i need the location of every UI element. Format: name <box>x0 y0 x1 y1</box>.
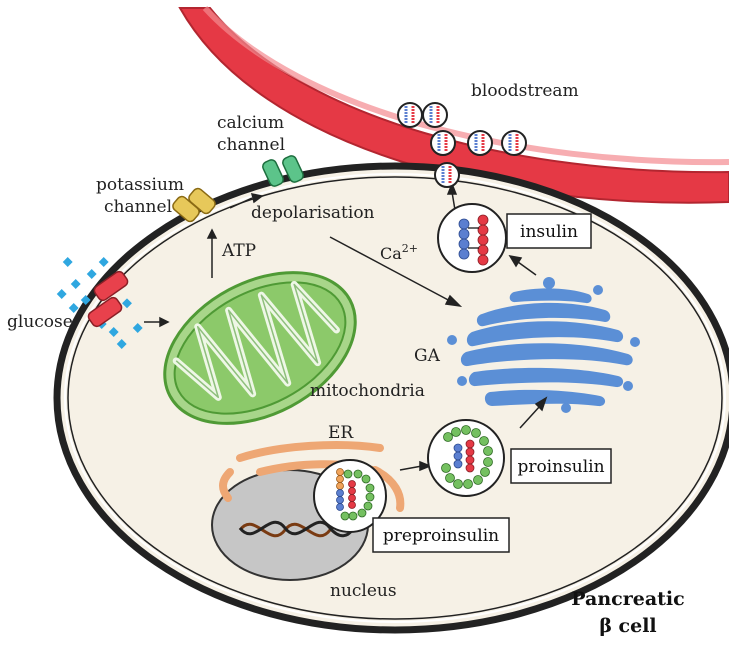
vesicle <box>467 130 493 156</box>
potassium-channel-label-line2: channel <box>104 197 172 217</box>
calcium-channel-label-line2: channel <box>217 135 285 155</box>
vesicle <box>430 130 456 156</box>
proinsulin-label-box: proinsulin <box>510 448 612 484</box>
atp-label: ATP <box>221 241 256 261</box>
preproinsulin-granule <box>313 459 387 533</box>
insulin-label: insulin <box>520 222 578 242</box>
proinsulin-label: proinsulin <box>517 457 604 477</box>
golgi-label: GA <box>414 346 441 366</box>
pathway-arrows <box>144 181 548 472</box>
bloodstream-label: bloodstream <box>471 81 579 101</box>
preproinsulin-label-box: preproinsulin <box>372 517 510 553</box>
glucose-label: glucose <box>7 312 73 332</box>
vesicle <box>422 102 448 128</box>
preproinsulin-label: preproinsulin <box>383 526 499 546</box>
calcium-ion-label: Ca2+ <box>380 242 418 263</box>
calcium-channel <box>262 155 304 187</box>
vesicle <box>397 102 423 128</box>
cell-title-line1: Pancreatic <box>571 588 684 610</box>
mitochondria-label: mitochondria <box>310 381 425 401</box>
potassium-channel-label-line1: potassium <box>96 175 184 195</box>
mitochondria <box>163 271 357 425</box>
er-label: ER <box>328 423 354 443</box>
vesicle <box>501 130 527 156</box>
depolarisation-label: depolarisation <box>251 203 375 223</box>
potassium-channel <box>172 187 216 223</box>
vesicle <box>434 162 460 188</box>
insulin-vesicles <box>397 102 527 188</box>
calcium-channel-label-line1: calcium <box>217 113 284 133</box>
glucose-transporter <box>87 270 129 328</box>
proinsulin-granule <box>427 419 505 497</box>
golgi-apparatus <box>447 277 640 413</box>
cell-title-line2: β cell <box>599 615 656 637</box>
insulin-label-box: insulin <box>506 213 592 249</box>
nucleus-label: nucleus <box>330 581 397 601</box>
insulin-granule <box>437 203 507 273</box>
